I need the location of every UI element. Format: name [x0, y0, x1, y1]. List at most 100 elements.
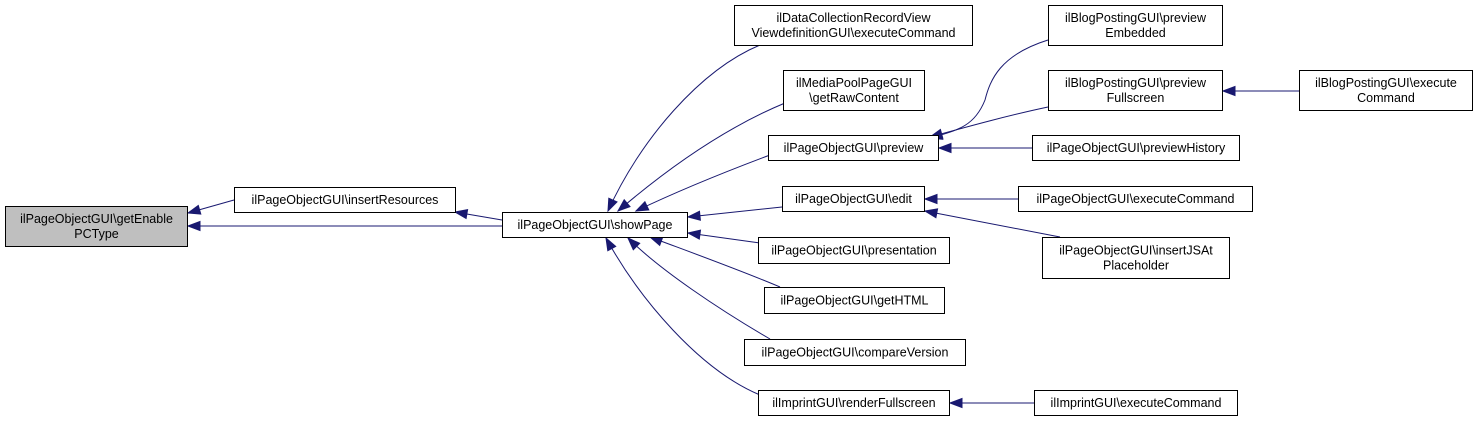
- node-box[interactable]: [1018, 186, 1253, 212]
- node-label: Placeholder: [1103, 259, 1169, 273]
- arrowhead-icon: [937, 142, 952, 154]
- edge-imprintExec-to-renderFullscreen: [948, 397, 1034, 409]
- arrowhead-icon: [626, 236, 641, 251]
- arrowhead-icon: [948, 397, 963, 409]
- node-label: ilPageObjectGUI\preview: [784, 141, 925, 155]
- node-label: ilMediaPoolPageGUI: [796, 76, 912, 90]
- node-label: ilPageObjectGUI\edit: [795, 192, 912, 206]
- arrowhead-icon: [648, 236, 664, 247]
- arrowhead-icon: [634, 200, 650, 212]
- arrowhead-icon: [923, 208, 939, 219]
- edge-line: [627, 237, 771, 340]
- arrowhead-icon: [605, 236, 617, 252]
- arrowhead-icon: [686, 229, 702, 240]
- node-label: ilImprintGUI\renderFullscreen: [772, 396, 935, 410]
- edge-insertJS-to-edit: [923, 208, 1061, 238]
- node-showPage[interactable]: ilPageObjectGUI\showPage: [502, 212, 688, 238]
- edge-renderFullscreen-to-showPage: [605, 236, 761, 396]
- node-label: ilPageObjectGUI\executeCommand: [1036, 192, 1234, 206]
- node-label: Command: [1357, 91, 1415, 105]
- node-box[interactable]: [1034, 390, 1238, 416]
- node-imprintExec[interactable]: ilImprintGUI\executeCommand: [1034, 390, 1238, 416]
- node-box[interactable]: [758, 390, 950, 416]
- node-box[interactable]: [734, 5, 973, 46]
- node-label: ilBlogPostingGUI\preview: [1065, 11, 1207, 25]
- node-label: ilPageObjectGUI\getEnable: [20, 212, 173, 226]
- node-box[interactable]: [782, 186, 925, 212]
- node-getHTML[interactable]: ilPageObjectGUI\getHTML: [764, 287, 945, 314]
- node-label: Fullscreen: [1107, 91, 1165, 105]
- edge-line: [924, 210, 1061, 238]
- edge-line: [617, 102, 786, 212]
- node-box[interactable]: [1299, 70, 1473, 111]
- edge-bpFullscreen-to-preview: [928, 106, 1049, 139]
- node-box[interactable]: [764, 287, 945, 314]
- node-box[interactable]: [768, 135, 939, 161]
- edge-showPage-to-insertResources: [453, 208, 503, 221]
- node-label: ViewdefinitionGUI\executeCommand: [751, 26, 955, 40]
- node-box[interactable]: [744, 339, 966, 366]
- node-presentation[interactable]: ilPageObjectGUI\presentation: [758, 237, 950, 264]
- edge-line: [929, 39, 1049, 139]
- node-label: \getRawContent: [809, 91, 899, 105]
- node-label: Embedded: [1105, 26, 1166, 40]
- edge-poExec-to-edit: [923, 193, 1018, 205]
- node-box[interactable]: [5, 206, 188, 247]
- arrowhead-icon: [1221, 85, 1236, 97]
- node-box[interactable]: [783, 70, 925, 111]
- node-box[interactable]: [1048, 5, 1223, 46]
- edge-bpEmbedded-to-preview: [928, 39, 1049, 140]
- node-label: ilPageObjectGUI\presentation: [771, 244, 936, 258]
- node-edit[interactable]: ilPageObjectGUI\edit: [782, 186, 925, 212]
- edge-insertResources-to-root: [186, 199, 235, 215]
- node-poExec[interactable]: ilPageObjectGUI\executeCommand: [1018, 186, 1253, 212]
- edge-layer: [186, 39, 1299, 409]
- edge-previewHistory-to-preview: [937, 142, 1032, 154]
- node-label: PCType: [74, 227, 119, 241]
- node-previewHistory[interactable]: ilPageObjectGUI\previewHistory: [1032, 135, 1240, 161]
- edge-compareVersion-to-showPage: [626, 236, 771, 340]
- edge-mpp-to-showPage: [616, 102, 786, 212]
- arrowhead-icon: [607, 197, 618, 213]
- edge-presentation-to-showPage: [686, 229, 761, 244]
- node-label: ilDataCollectionRecordView: [776, 11, 931, 25]
- node-label: ilPageObjectGUI\insertResources: [252, 193, 439, 207]
- node-dcrv[interactable]: ilDataCollectionRecordViewViewdefinition…: [734, 5, 973, 46]
- node-label: ilBlogPostingGUI\preview: [1065, 76, 1207, 90]
- arrowhead-icon: [186, 204, 202, 215]
- node-bpExec[interactable]: ilBlogPostingGUI\executeCommand: [1299, 70, 1473, 111]
- arrowhead-icon: [453, 208, 469, 220]
- edge-dcrv-to-showPage: [607, 44, 761, 213]
- edge-edit-to-showPage: [686, 206, 783, 221]
- node-box[interactable]: [502, 212, 688, 238]
- edge-line: [605, 237, 761, 396]
- node-box[interactable]: [234, 187, 456, 213]
- edge-line: [607, 44, 761, 212]
- edge-showPage-to-root: [186, 220, 502, 232]
- node-renderFullscreen[interactable]: ilImprintGUI\renderFullscreen: [758, 390, 950, 416]
- edge-preview-to-showPage: [634, 154, 771, 212]
- node-label: ilPageObjectGUI\insertJSAt: [1059, 244, 1213, 258]
- arrowhead-icon: [686, 210, 701, 221]
- node-insertResources[interactable]: ilPageObjectGUI\insertResources: [234, 187, 456, 213]
- node-label: ilPageObjectGUI\showPage: [518, 218, 673, 232]
- node-preview[interactable]: ilPageObjectGUI\preview: [768, 135, 939, 161]
- node-label: ilBlogPostingGUI\execute: [1315, 76, 1457, 90]
- node-label: ilImprintGUI\executeCommand: [1051, 396, 1222, 410]
- node-box[interactable]: [758, 237, 950, 264]
- edge-getHTML-to-showPage: [648, 236, 781, 288]
- node-mpp[interactable]: ilMediaPoolPageGUI\getRawContent: [783, 70, 925, 111]
- node-compareVersion[interactable]: ilPageObjectGUI\compareVersion: [744, 339, 966, 366]
- node-box[interactable]: [1048, 70, 1223, 111]
- node-label: ilPageObjectGUI\getHTML: [781, 294, 929, 308]
- edge-line: [929, 106, 1049, 138]
- node-box[interactable]: [1042, 237, 1230, 279]
- arrowhead-icon: [923, 193, 938, 205]
- node-box[interactable]: [1032, 135, 1240, 161]
- arrowhead-icon: [616, 198, 631, 212]
